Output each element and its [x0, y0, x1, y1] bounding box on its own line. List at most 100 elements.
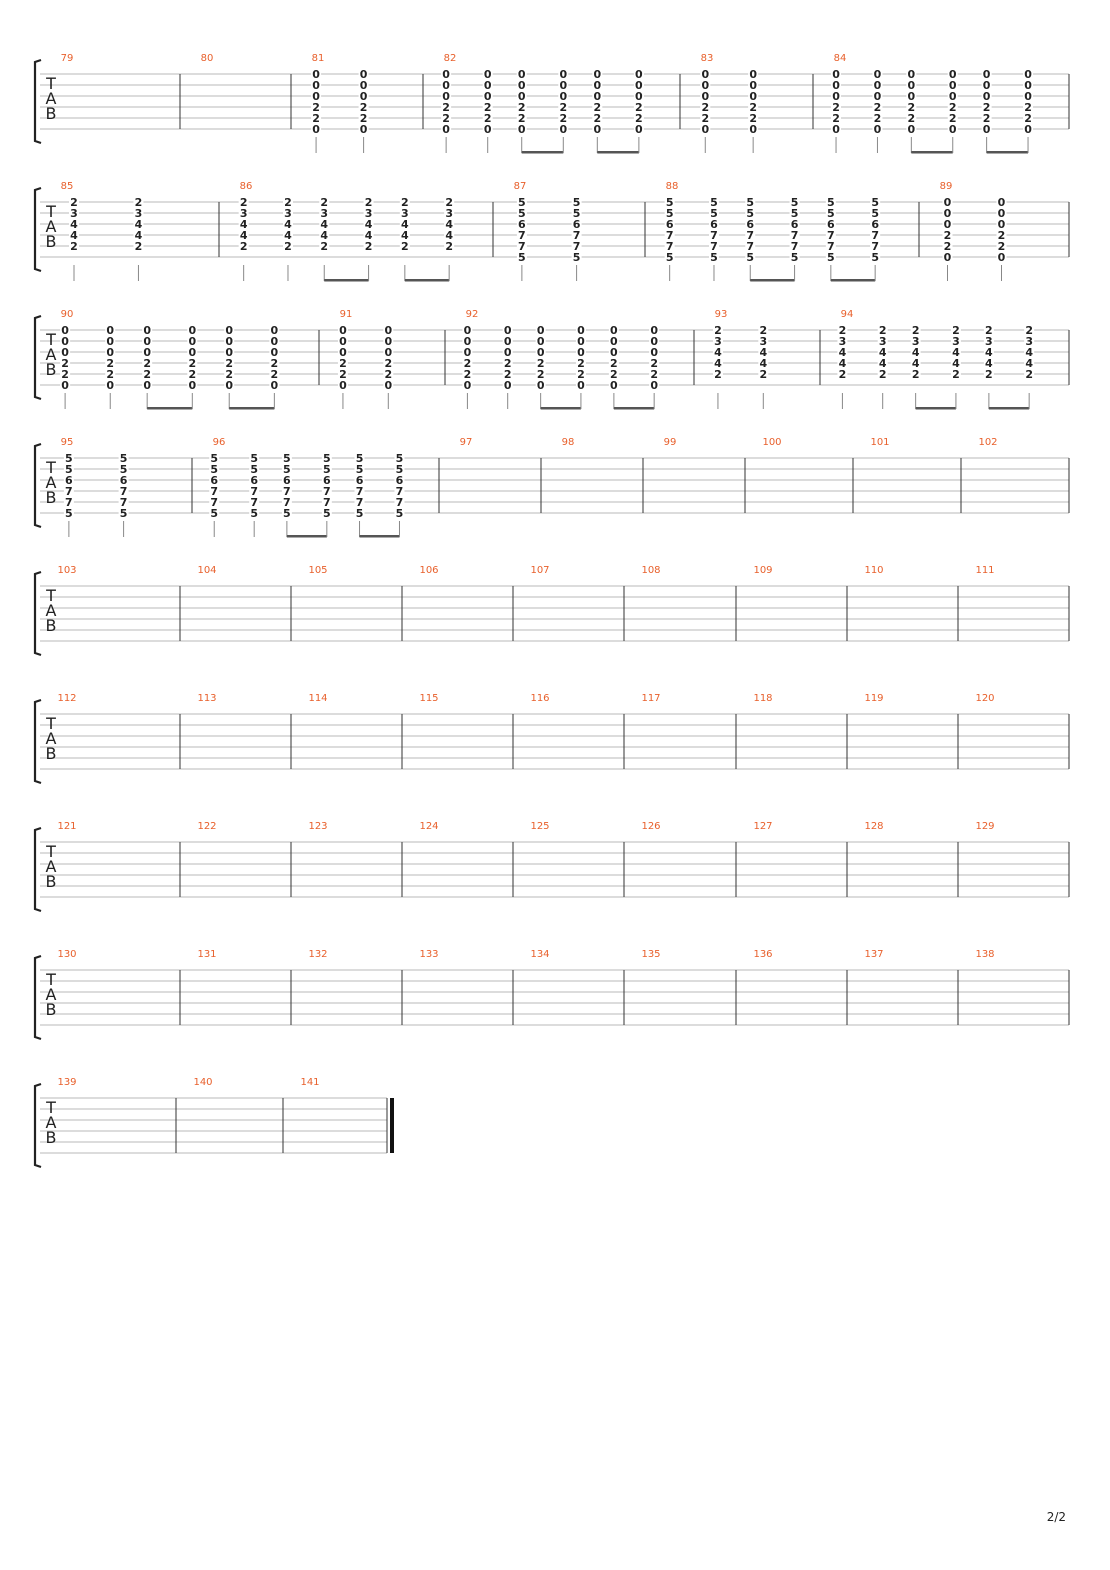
- fret-number: 3: [240, 207, 248, 220]
- measure-number: 91: [340, 309, 353, 320]
- fret-backing: [394, 486, 405, 496]
- fret-backing: [363, 197, 374, 207]
- measure-number: 128: [864, 821, 883, 832]
- fret-backing: [399, 197, 410, 207]
- beam: [830, 279, 876, 282]
- fret-number: 2: [908, 101, 916, 114]
- fret-number: 0: [106, 335, 114, 348]
- fret-backing: [535, 325, 546, 335]
- fret-number: 2: [401, 196, 409, 209]
- tab-letter: T: [45, 330, 56, 349]
- fret-backing: [575, 358, 586, 368]
- fret-number: 0: [749, 79, 757, 92]
- fret-number: 5: [323, 452, 331, 465]
- fret-number: 2: [983, 101, 991, 114]
- fret-backing: [441, 69, 452, 79]
- fret-number: 0: [559, 90, 567, 103]
- fret-number: 0: [650, 335, 658, 348]
- fret-backing: [321, 475, 332, 485]
- fret-backing: [383, 369, 394, 379]
- fret-number: 2: [284, 240, 292, 253]
- fret-number: 0: [271, 379, 279, 392]
- fret-backing: [516, 197, 527, 207]
- fret-backing: [209, 508, 220, 518]
- fret-backing: [664, 208, 675, 218]
- fret-number: 0: [384, 335, 392, 348]
- measure-number: 95: [61, 437, 74, 448]
- fret-backing: [337, 336, 348, 346]
- fret-backing: [516, 208, 527, 218]
- fret-backing: [516, 124, 527, 134]
- measure-number: 81: [312, 53, 325, 64]
- fret-number: 0: [106, 346, 114, 359]
- fret-number: 0: [944, 196, 952, 209]
- fret-backing: [942, 219, 953, 229]
- fret-number: 0: [559, 123, 567, 136]
- fret-backing: [649, 325, 660, 335]
- fret-backing: [354, 508, 365, 518]
- fret-number: 0: [225, 346, 233, 359]
- fret-backing: [269, 358, 280, 368]
- fret-backing: [482, 69, 493, 79]
- fret-number: 7: [250, 496, 258, 509]
- fret-backing: [319, 241, 330, 251]
- fret-number: 3: [1025, 335, 1033, 348]
- fret-number: 0: [384, 324, 392, 337]
- fret-backing: [745, 252, 756, 262]
- fret-backing: [996, 208, 1007, 218]
- fret-backing: [282, 219, 293, 229]
- fret-number: 2: [912, 368, 920, 381]
- fret-number: 2: [445, 196, 453, 209]
- tab-letter: B: [46, 232, 57, 251]
- fret-backing: [358, 80, 369, 90]
- fret-backing: [441, 91, 452, 101]
- fret-backing: [269, 380, 280, 390]
- fret-number: 2: [135, 240, 143, 253]
- fret-number: 0: [949, 68, 957, 81]
- fret-number: 3: [879, 335, 887, 348]
- measure-number: 87: [514, 181, 527, 192]
- fret-number: 6: [710, 218, 718, 231]
- fret-number: 7: [356, 496, 364, 509]
- fret-number: 0: [143, 335, 151, 348]
- fret-number: 7: [396, 485, 404, 498]
- fret-number: 4: [952, 346, 960, 359]
- measure-number: 131: [197, 949, 216, 960]
- fret-backing: [950, 325, 961, 335]
- fret-number: 0: [312, 90, 320, 103]
- fret-number: 0: [188, 324, 196, 337]
- fret-backing: [502, 358, 513, 368]
- measure-number: 82: [444, 53, 457, 64]
- fret-number: 7: [871, 229, 879, 242]
- fret-backing: [981, 80, 992, 90]
- measure-number: 117: [641, 693, 660, 704]
- fret-backing: [748, 102, 759, 112]
- fret-backing: [649, 380, 660, 390]
- fret-backing: [571, 252, 582, 262]
- beam: [613, 407, 655, 410]
- fret-number: 0: [484, 79, 492, 92]
- fret-number: 2: [559, 101, 567, 114]
- fret-backing: [1023, 69, 1034, 79]
- fret-number: 0: [360, 90, 368, 103]
- fret-backing: [399, 230, 410, 240]
- fret-backing: [996, 219, 1007, 229]
- measure-number: 92: [466, 309, 479, 320]
- beam: [597, 151, 639, 154]
- fret-number: 4: [1025, 346, 1033, 359]
- fret-number: 3: [445, 207, 453, 220]
- fret-backing: [872, 91, 883, 101]
- fret-backing: [748, 124, 759, 134]
- fret-backing: [575, 380, 586, 390]
- fret-backing: [748, 113, 759, 123]
- system-bracket: [33, 442, 42, 529]
- fret-number: 0: [143, 324, 151, 337]
- fret-backing: [837, 358, 848, 368]
- fret-number: 0: [908, 90, 916, 103]
- fret-backing: [712, 369, 723, 379]
- fret-backing: [633, 80, 644, 90]
- fret-number: 2: [339, 368, 347, 381]
- fret-number: 2: [998, 229, 1006, 242]
- fret-number: 5: [65, 463, 73, 476]
- fret-backing: [981, 113, 992, 123]
